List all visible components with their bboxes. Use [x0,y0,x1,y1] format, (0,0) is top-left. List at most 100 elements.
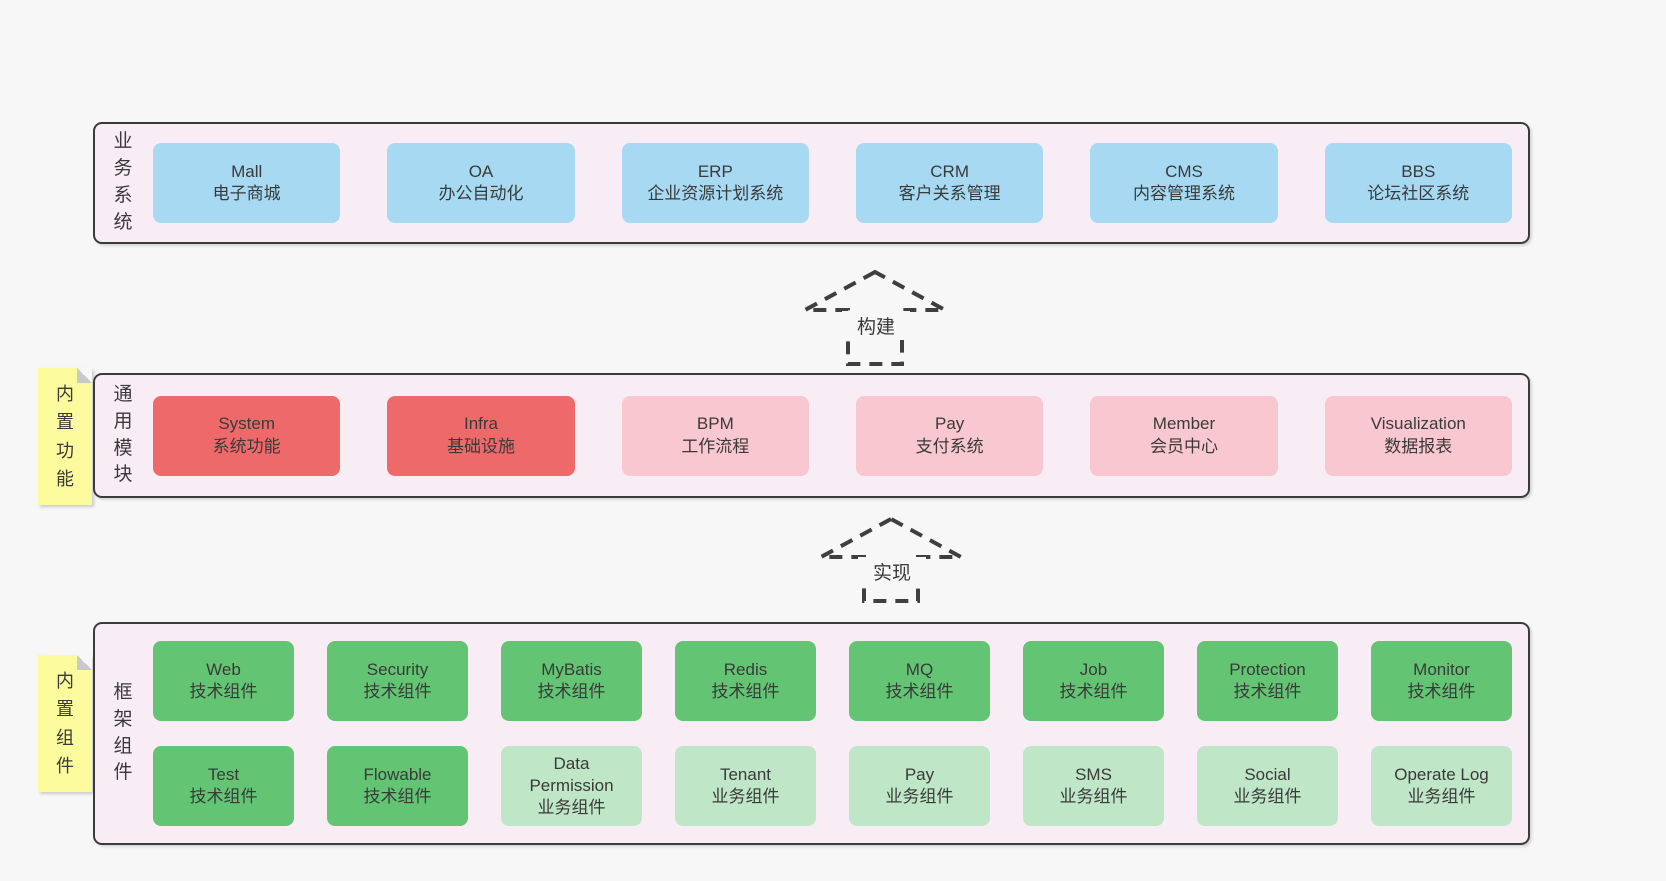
box-label-line: Pay [904,764,935,784]
box-erp: ERP 企业资源计划系统 [621,143,809,223]
box-label-line: Member [1152,414,1216,434]
layer-title: 框架组件 [105,624,141,843]
box-label-line: CMS [1165,161,1203,181]
sticky-note-label: 内置组件 [56,670,74,776]
layer-title-text: 框架组件 [113,681,133,784]
box-protection: Protection 技术组件 [1197,641,1338,721]
box-job: Job 技术组件 [1023,641,1164,721]
box-label-line: ERP [697,161,733,181]
box-label-line: 技术组件 [1407,682,1476,701]
box-label-line: 内容管理系统 [1132,184,1235,203]
box-label-line: MyBatis [541,659,602,679]
sticky-note-built-in-components: 内置组件 [38,655,92,792]
box-cms: CMS 内容管理系统 [1090,143,1278,223]
sticky-note-built-in-features: 内置功能 [38,368,92,505]
box-crm: CRM 客户关系管理 [855,143,1044,223]
box-label-line: 技术组件 [537,682,606,701]
box-label-line: 业务组件 [537,798,606,818]
box-label-line: 技术组件 [363,787,432,806]
box-sms: SMS 业务组件 [1023,746,1164,826]
box-label-line: 业务组件 [1233,787,1302,806]
box-label-line: 支付系统 [915,436,984,456]
box-label-line: Data [553,753,590,773]
box-label-line: Operate Log [1394,764,1489,784]
box-label-line: System [218,414,275,434]
box-label-line: 电子商城 [212,184,281,203]
box-label-line: 技术组件 [711,682,780,701]
box-label-line: 客户关系管理 [898,184,1001,203]
box-label-line: 业务组件 [885,787,954,806]
box-label-line: 技术组件 [363,682,432,701]
layer-title-text: 业务系统 [113,131,133,233]
folded-corner-icon [77,368,92,383]
box-label-line: 系统功能 [212,436,281,456]
box-label-line: Permission [529,775,614,795]
sticky-note-label: 内置功能 [56,383,74,489]
box-label-line: SMS [1075,764,1112,784]
arrow-label-build: 构建 [842,311,910,340]
box-label-line: CRM [930,161,969,181]
box-label-line: BPM [696,414,734,434]
box-label-line: Pay [935,414,965,434]
box-tenant: Tenant 业务组件 [675,746,816,826]
box-redis: Redis 技术组件 [675,641,816,721]
layer-title: 通用模块 [105,375,141,496]
box-label-line: Visualization [1370,414,1466,434]
box-label-line: 技术组件 [1059,682,1128,701]
dashed-up-arrow-build [804,269,946,366]
box-label-line: 数据报表 [1384,436,1453,456]
box-label-line: 业务组件 [711,787,780,806]
box-label-line: Social [1244,764,1291,784]
box-label-line: 业务组件 [1407,787,1476,806]
layer-title: 业务系统 [105,124,141,242]
folded-corner-icon [77,655,92,670]
box-label-line: Test [207,764,240,784]
box-monitor: Monitor 技术组件 [1371,641,1512,721]
box-label-line: 办公自动化 [438,184,524,203]
arrow-label-implement: 实现 [858,557,926,586]
box-social: Social 业务组件 [1197,746,1338,826]
box-label-line: Tenant [719,764,772,784]
box-bbs: BBS 论坛社区系统 [1324,143,1512,223]
box-label-line: 会员中心 [1149,436,1218,456]
box-label-line: MQ [905,659,934,679]
box-mybatis: MyBatis 技术组件 [501,641,642,721]
box-label-line: 工作流程 [681,436,750,456]
box-label-line: BBS [1401,161,1436,181]
box-label-line: Monitor [1413,659,1470,679]
layer-boxes: Mall 电子商城 OA 办公自动化 ERP 企业资源计划系统 CRM 客户关系管理 CMS 内容… [141,124,1528,242]
layer-business-systems: 业务系统 Mall 电子商城 OA 办公自动化 ERP 企业资源计划系统 CRM 客户关系管理… [93,122,1530,244]
box-label-line: 技术组件 [1233,682,1302,701]
box-label-line: Mall [231,161,263,181]
box-label-line: Redis [723,659,768,679]
box-label-line: Flowable [363,764,432,784]
box-label-line: 业务组件 [1059,787,1128,806]
box-label-line: 论坛社区系统 [1367,184,1470,203]
box-oa: OA 办公自动化 [387,143,575,223]
box-label-line: OA [468,161,494,181]
box-label-line: Job [1079,659,1108,679]
box-label-line: 技术组件 [189,682,258,701]
box-label-line: 企业资源计划系统 [647,184,784,203]
box-mall: Mall 电子商城 [153,143,341,223]
box-label-line: Protection [1229,659,1306,679]
box-operate-log: Operate Log 业务组件 [1371,746,1512,826]
box-label-line: Infra [463,414,498,434]
